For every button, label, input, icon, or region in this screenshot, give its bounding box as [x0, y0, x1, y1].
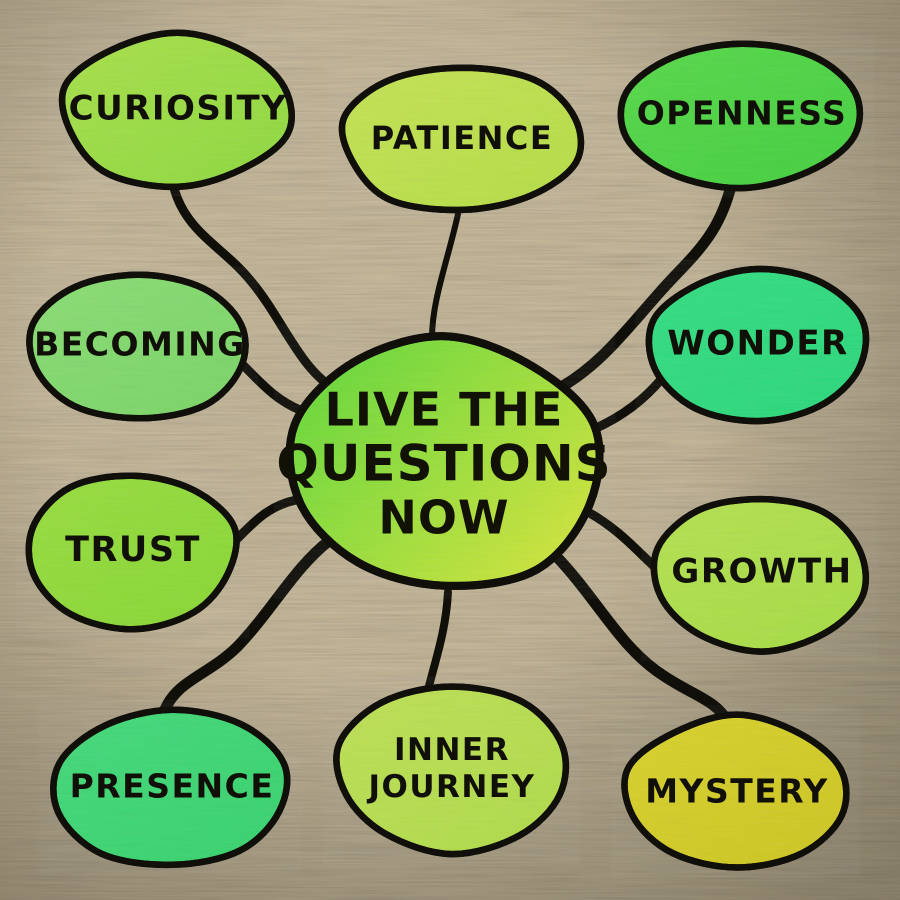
- node-wonder[interactable]: WONDER: [645, 265, 870, 425]
- node-label: MYSTERY: [645, 772, 829, 811]
- connector-to-trust: [231, 495, 301, 545]
- node-label: OPENNESS: [637, 94, 848, 133]
- node-outline: [617, 40, 864, 192]
- node-label: BECOMING: [34, 325, 246, 364]
- connector-to-patience: [429, 211, 461, 341]
- node-outline: [50, 706, 291, 869]
- node-growth[interactable]: GROWTH: [650, 495, 870, 655]
- node-label: JOURNEY: [367, 769, 536, 805]
- node-texture: [53, 709, 288, 865]
- node-label: GROWTH: [671, 552, 852, 592]
- node-patience[interactable]: PATIENCE: [338, 64, 585, 214]
- node-outline: [25, 472, 240, 633]
- connector-to-wonder: [587, 371, 669, 435]
- node-outline: [58, 29, 295, 191]
- connector-to-presence: [158, 534, 336, 718]
- node-texture: [624, 714, 847, 868]
- node-outline: [26, 271, 249, 422]
- node-texture: [62, 32, 292, 187]
- node-texture: [620, 43, 860, 189]
- node-outline: [645, 265, 870, 425]
- center-label-line: LIVE THE: [325, 383, 564, 437]
- node-texture: [336, 686, 566, 855]
- node-outline: [333, 683, 570, 858]
- node-label: WONDER: [667, 324, 849, 364]
- connector-to-openness: [550, 184, 736, 396]
- node-texture: [28, 475, 237, 630]
- node-curiosity[interactable]: CURIOSITY: [58, 29, 295, 191]
- node-label: INNER: [394, 732, 510, 768]
- node-texture: [29, 274, 246, 419]
- connector-to-inner-journey: [424, 588, 452, 694]
- connector-to-mystery: [550, 550, 734, 728]
- connector-to-becoming: [239, 361, 305, 415]
- node-label: TRUST: [65, 530, 201, 570]
- node-outline: [338, 64, 585, 214]
- center-label-line: NOW: [378, 491, 509, 545]
- node-texture: [648, 268, 866, 422]
- node-label: PATIENCE: [371, 119, 554, 157]
- node-trust[interactable]: TRUST: [25, 472, 240, 633]
- center-outline: [285, 332, 604, 590]
- connector-to-curiosity: [169, 183, 345, 397]
- node-mystery[interactable]: MYSTERY: [621, 711, 850, 871]
- node-label: PRESENCE: [70, 767, 275, 806]
- node-outline: [650, 495, 870, 655]
- node-presence[interactable]: PRESENCE: [50, 706, 291, 869]
- node-label: CURIOSITY: [69, 89, 288, 129]
- node-texture: [653, 499, 866, 652]
- center-label-line: QUESTIONS: [276, 435, 611, 493]
- node-outline: [621, 711, 850, 871]
- node-becoming[interactable]: BECOMING: [26, 271, 249, 422]
- node-openness[interactable]: OPENNESS: [617, 40, 864, 192]
- node-texture: [341, 67, 581, 210]
- center-texture: [289, 336, 600, 586]
